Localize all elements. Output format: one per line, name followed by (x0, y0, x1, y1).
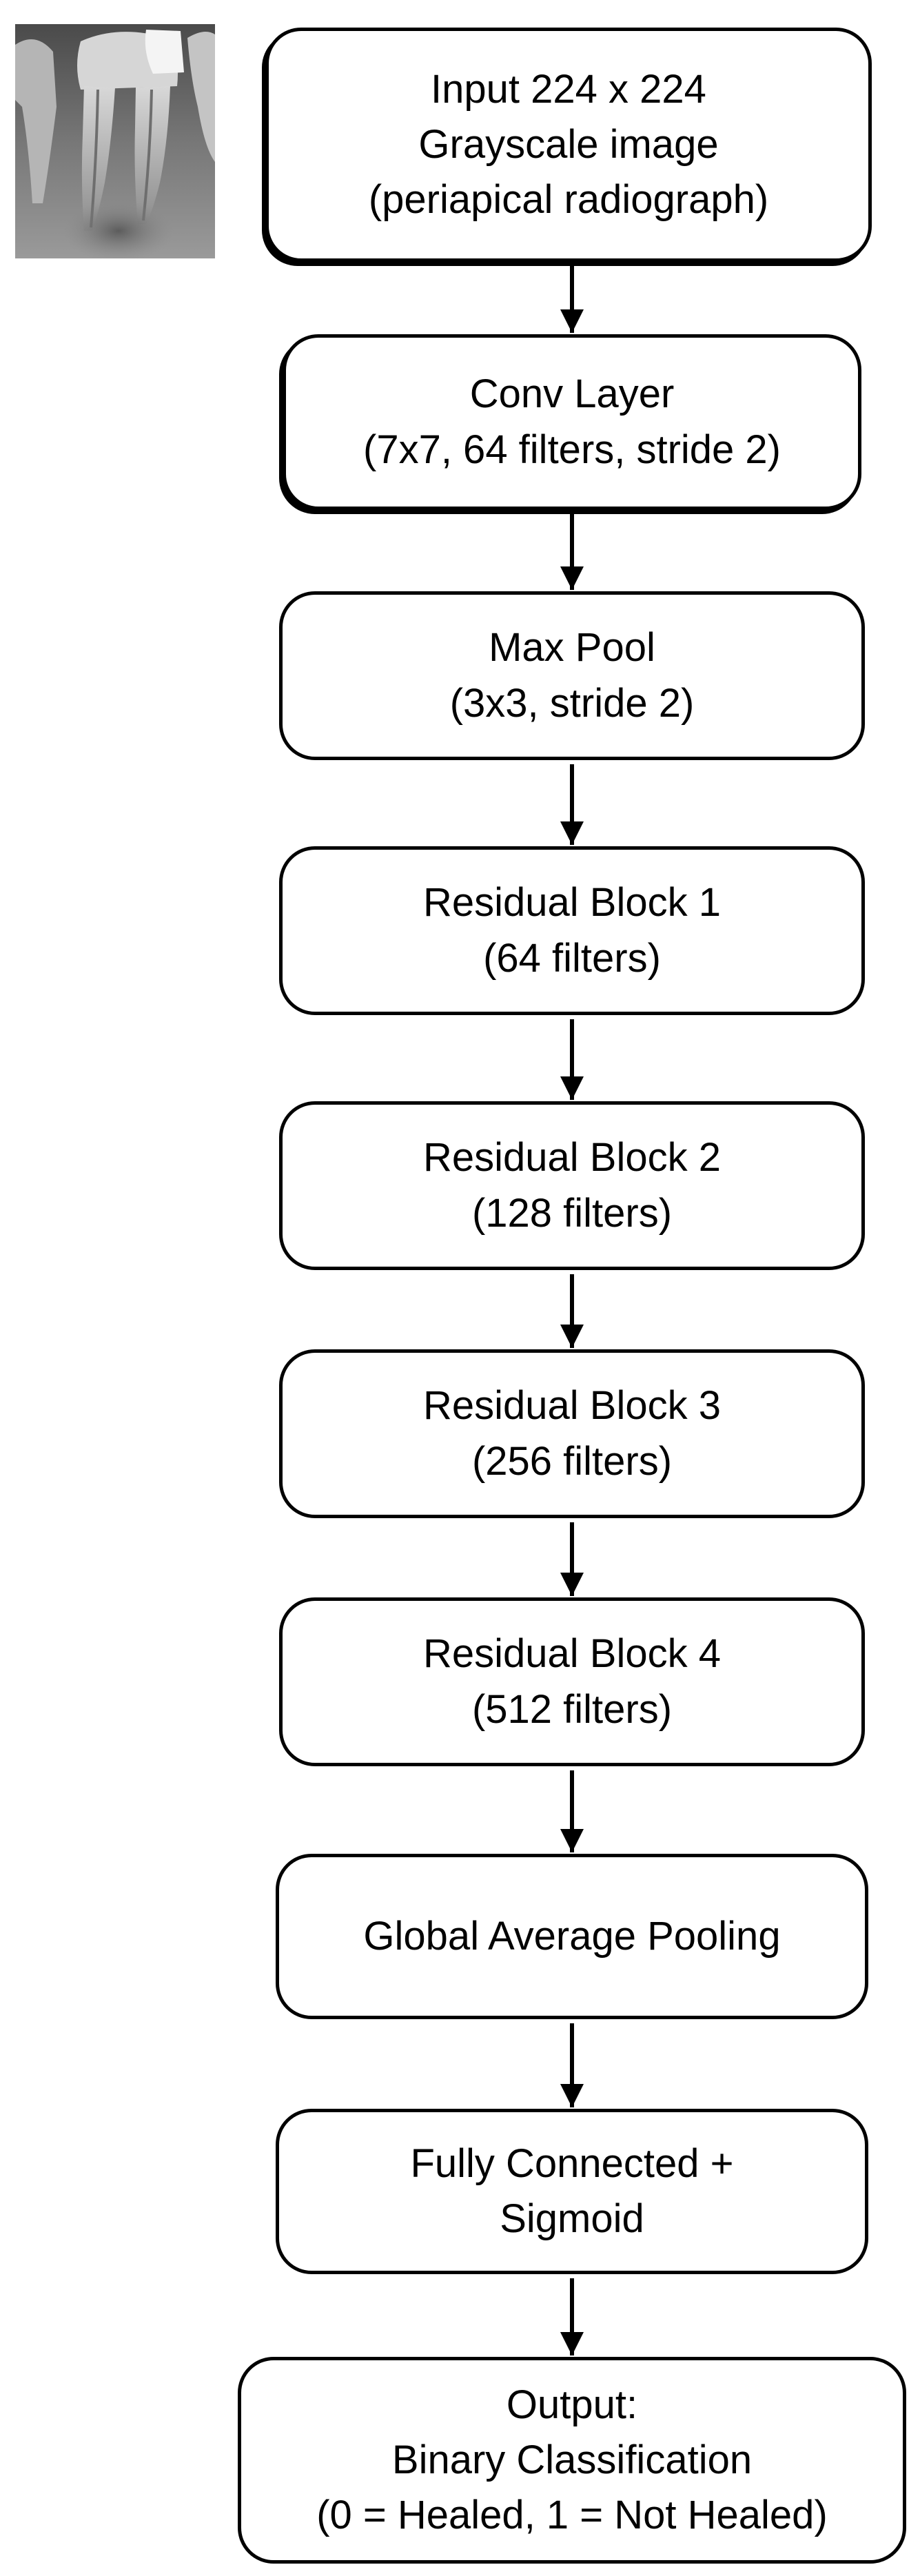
residual-block-4-node-line-1: Residual Block 4 (423, 1631, 721, 1677)
residual-block-3-node-line-2: (256 filters) (471, 1438, 673, 1484)
residual-block-1-node-line-1: Residual Block 1 (423, 880, 721, 926)
residual-block-1-node-line-2: (64 filters) (483, 935, 661, 981)
output-node-line-1: Output: (506, 2382, 638, 2427)
residual-block-2-node: Residual Block 2 (128 filters) (279, 1101, 865, 1270)
residual-block-1-node: Residual Block 1 (64 filters) (279, 846, 865, 1015)
fully-connected-sigmoid-node-line-1: Fully Connected + (410, 2140, 734, 2186)
global-average-pooling-node: Global Average Pooling (276, 1854, 868, 2019)
conv-layer-node-line-2: (7x7, 64 filters, stride 2) (363, 427, 781, 472)
output-node: Output: Binary Classification (0 = Heale… (238, 2357, 906, 2564)
max-pool-node-line-1: Max Pool (489, 625, 655, 671)
residual-block-2-node-line-2: (128 filters) (471, 1190, 673, 1236)
conv-layer-node: Conv Layer (7x7, 64 filters, stride 2) (283, 334, 861, 510)
fully-connected-sigmoid-node-line-2: Sigmoid (500, 2196, 644, 2241)
max-pool-node-line-2: (3x3, stride 2) (449, 680, 695, 726)
residual-block-3-node: Residual Block 3 (256 filters) (279, 1349, 865, 1518)
global-average-pooling-node-line-1: Global Average Pooling (363, 1913, 781, 1959)
residual-block-3-node-line-1: Residual Block 3 (423, 1383, 721, 1429)
conv-layer-node-line-1: Conv Layer (469, 371, 675, 417)
input-node-line-2: Grayscale image (418, 121, 719, 167)
output-node-line-2: Binary Classification (391, 2437, 753, 2482)
max-pool-node: Max Pool (3x3, stride 2) (279, 591, 865, 760)
input-node-line-3: (periapical radiograph) (368, 177, 769, 223)
fully-connected-sigmoid-node: Fully Connected + Sigmoid (276, 2109, 868, 2274)
residual-block-4-node-line-2: (512 filters) (471, 1686, 673, 1732)
input-node: Input 224 x 224 Grayscale image (periapi… (265, 28, 872, 262)
input-node-line-1: Input 224 x 224 (431, 66, 706, 112)
radiograph-thumbnail (15, 24, 215, 258)
residual-block-2-node-line-1: Residual Block 2 (423, 1135, 721, 1180)
output-node-line-3: (0 = Healed, 1 = Not Healed) (316, 2493, 828, 2538)
residual-block-4-node: Residual Block 4 (512 filters) (279, 1597, 865, 1766)
